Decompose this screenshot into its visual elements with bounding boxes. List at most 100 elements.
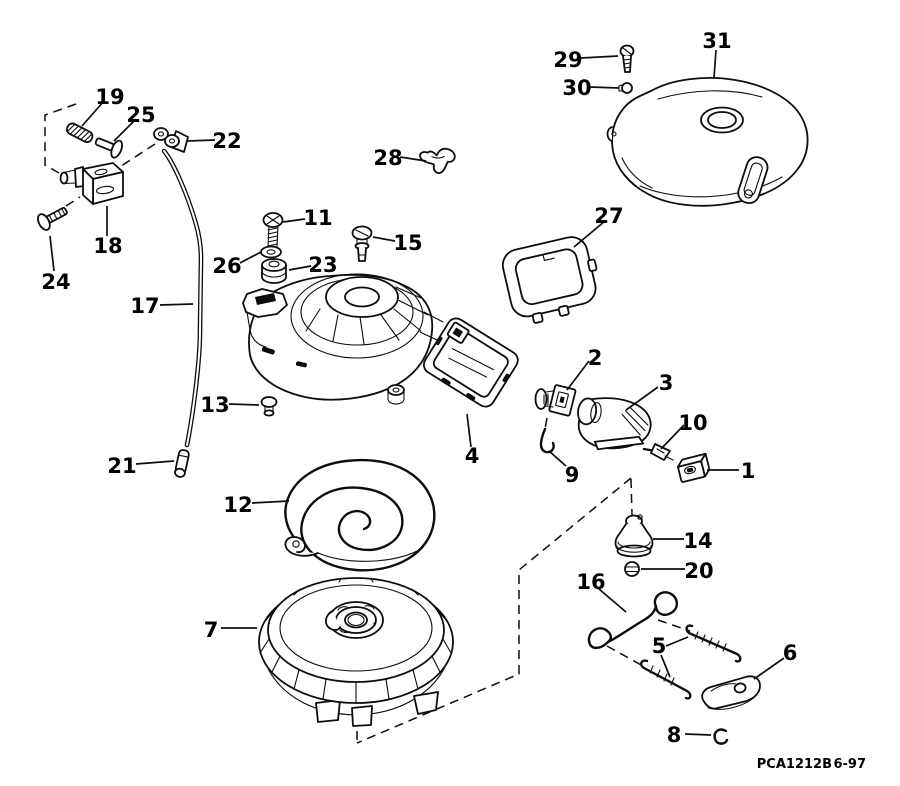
part-17-link-rod — [161, 148, 204, 448]
part-9-spring-hook — [539, 427, 555, 454]
callout-28-label[interactable]: 28 — [373, 146, 402, 170]
part-27-bezel-plate — [501, 236, 598, 324]
callout-20-label[interactable]: 20 — [684, 559, 713, 583]
callout-13: 13 — [200, 393, 260, 417]
callout-30: 30 — [562, 76, 620, 100]
part-18-stop-block — [59, 162, 124, 205]
callout-23-label[interactable]: 23 — [308, 253, 337, 277]
callout-8: 8 — [667, 723, 712, 747]
callout-31-label[interactable]: 31 — [702, 29, 731, 53]
callout-19-label[interactable]: 19 — [95, 85, 124, 109]
callout-3: 3 — [625, 371, 674, 411]
part-4-starter-housing — [242, 273, 519, 408]
callout-2: 2 — [566, 346, 603, 391]
callout-1-label[interactable]: 1 — [741, 459, 756, 483]
callout-25-label[interactable]: 25 — [126, 103, 155, 127]
callout-13-label[interactable]: 13 — [200, 393, 229, 417]
part-11-screw — [262, 212, 284, 248]
callout-30-label[interactable]: 30 — [562, 76, 591, 100]
callout-18: 18 — [93, 206, 123, 258]
callout-6-label[interactable]: 6 — [783, 641, 798, 665]
callout-15: 15 — [372, 231, 423, 255]
callout-24-label[interactable]: 24 — [41, 270, 70, 294]
part-8-retainer-clip — [713, 728, 729, 745]
footer: PCA1212B 6-97 — [757, 757, 866, 772]
part-7-starter-pulley — [258, 577, 454, 727]
part-20-nut — [624, 561, 640, 577]
callout-29: 29 — [553, 48, 619, 72]
callout-9-label[interactable]: 9 — [565, 463, 580, 487]
callout-3-label[interactable]: 3 — [659, 371, 674, 395]
callout-17: 17 — [130, 294, 194, 318]
callout-15-label[interactable]: 15 — [393, 231, 422, 255]
part-16-friction-spring — [587, 591, 678, 650]
callout-10-label[interactable]: 10 — [678, 411, 707, 435]
assembly-dashed-lines — [44, 103, 691, 744]
callout-31: 31 — [702, 29, 732, 79]
callout-9: 9 — [548, 450, 580, 487]
callout-22: 22 — [186, 129, 242, 153]
callout-22-label[interactable]: 22 — [212, 129, 241, 153]
callout-4-label[interactable]: 4 — [465, 444, 480, 468]
callout-29-label[interactable]: 29 — [553, 48, 582, 72]
part-14-bushing-cup — [614, 514, 654, 558]
part-19-spring — [65, 122, 94, 143]
callout-19: 19 — [81, 85, 125, 127]
callout-7-label[interactable]: 7 — [204, 618, 219, 642]
part-25-pin — [94, 137, 123, 159]
callout-12: 12 — [223, 493, 290, 517]
callout-2-label[interactable]: 2 — [588, 346, 603, 370]
callout-5-label[interactable]: 5 — [652, 634, 667, 658]
callouts: 19 25 22 18 24 26 11 23 15 28 27 29 30 3… — [41, 29, 797, 747]
part-15-screw — [351, 225, 373, 262]
part-22-cable-clamp — [153, 127, 189, 153]
callout-26: 26 — [212, 251, 262, 278]
callout-17-label[interactable]: 17 — [130, 294, 159, 318]
callout-26-label[interactable]: 26 — [212, 254, 241, 278]
pulley-rim-notches — [259, 578, 452, 704]
callout-23: 23 — [288, 253, 338, 277]
callout-24: 24 — [41, 235, 71, 294]
callout-8-label[interactable]: 8 — [667, 723, 682, 747]
part-1-anchor-block — [676, 452, 711, 483]
callout-27: 27 — [573, 204, 624, 248]
callout-27-label[interactable]: 27 — [594, 204, 623, 228]
part-31-starter-cover — [606, 77, 809, 207]
callout-14: 14 — [653, 529, 713, 553]
callout-20: 20 — [641, 559, 714, 583]
callout-18-label[interactable]: 18 — [93, 234, 122, 258]
callout-4: 4 — [465, 413, 480, 468]
housing-bracket-tray — [423, 317, 519, 408]
part-26-washer — [260, 245, 282, 259]
callout-25: 25 — [113, 103, 156, 142]
callout-6: 6 — [753, 641, 798, 680]
callout-16-label[interactable]: 16 — [576, 570, 605, 594]
part-23-bushing — [261, 258, 287, 284]
callout-11-label[interactable]: 11 — [303, 206, 332, 230]
part-13-screw — [260, 396, 278, 417]
part-6-pawl — [701, 675, 761, 710]
callout-1: 1 — [707, 459, 755, 483]
part-30-grommet — [618, 82, 633, 94]
callout-7: 7 — [204, 618, 257, 642]
part-3-starter-handle — [577, 397, 652, 451]
footer-date: 6-97 — [833, 757, 866, 772]
callout-16: 16 — [576, 570, 627, 613]
housing-fan-spokes — [305, 286, 429, 345]
part-5-link-springs — [639, 624, 742, 700]
footer-drawing-code: PCA1212B — [757, 757, 832, 772]
callout-28: 28 — [373, 146, 427, 170]
callout-21: 21 — [107, 454, 175, 478]
callout-10: 10 — [660, 411, 708, 450]
part-29-screw — [619, 44, 635, 73]
part-2-rope-anchor — [534, 384, 577, 417]
callout-12-label[interactable]: 12 — [223, 493, 252, 517]
part-24-screw — [37, 207, 68, 231]
callout-21-label[interactable]: 21 — [107, 454, 136, 478]
callout-11: 11 — [282, 206, 333, 230]
callout-14-label[interactable]: 14 — [683, 529, 712, 553]
part-12-rewind-spring — [284, 458, 436, 572]
part-21-rod-end-cap — [174, 449, 190, 478]
